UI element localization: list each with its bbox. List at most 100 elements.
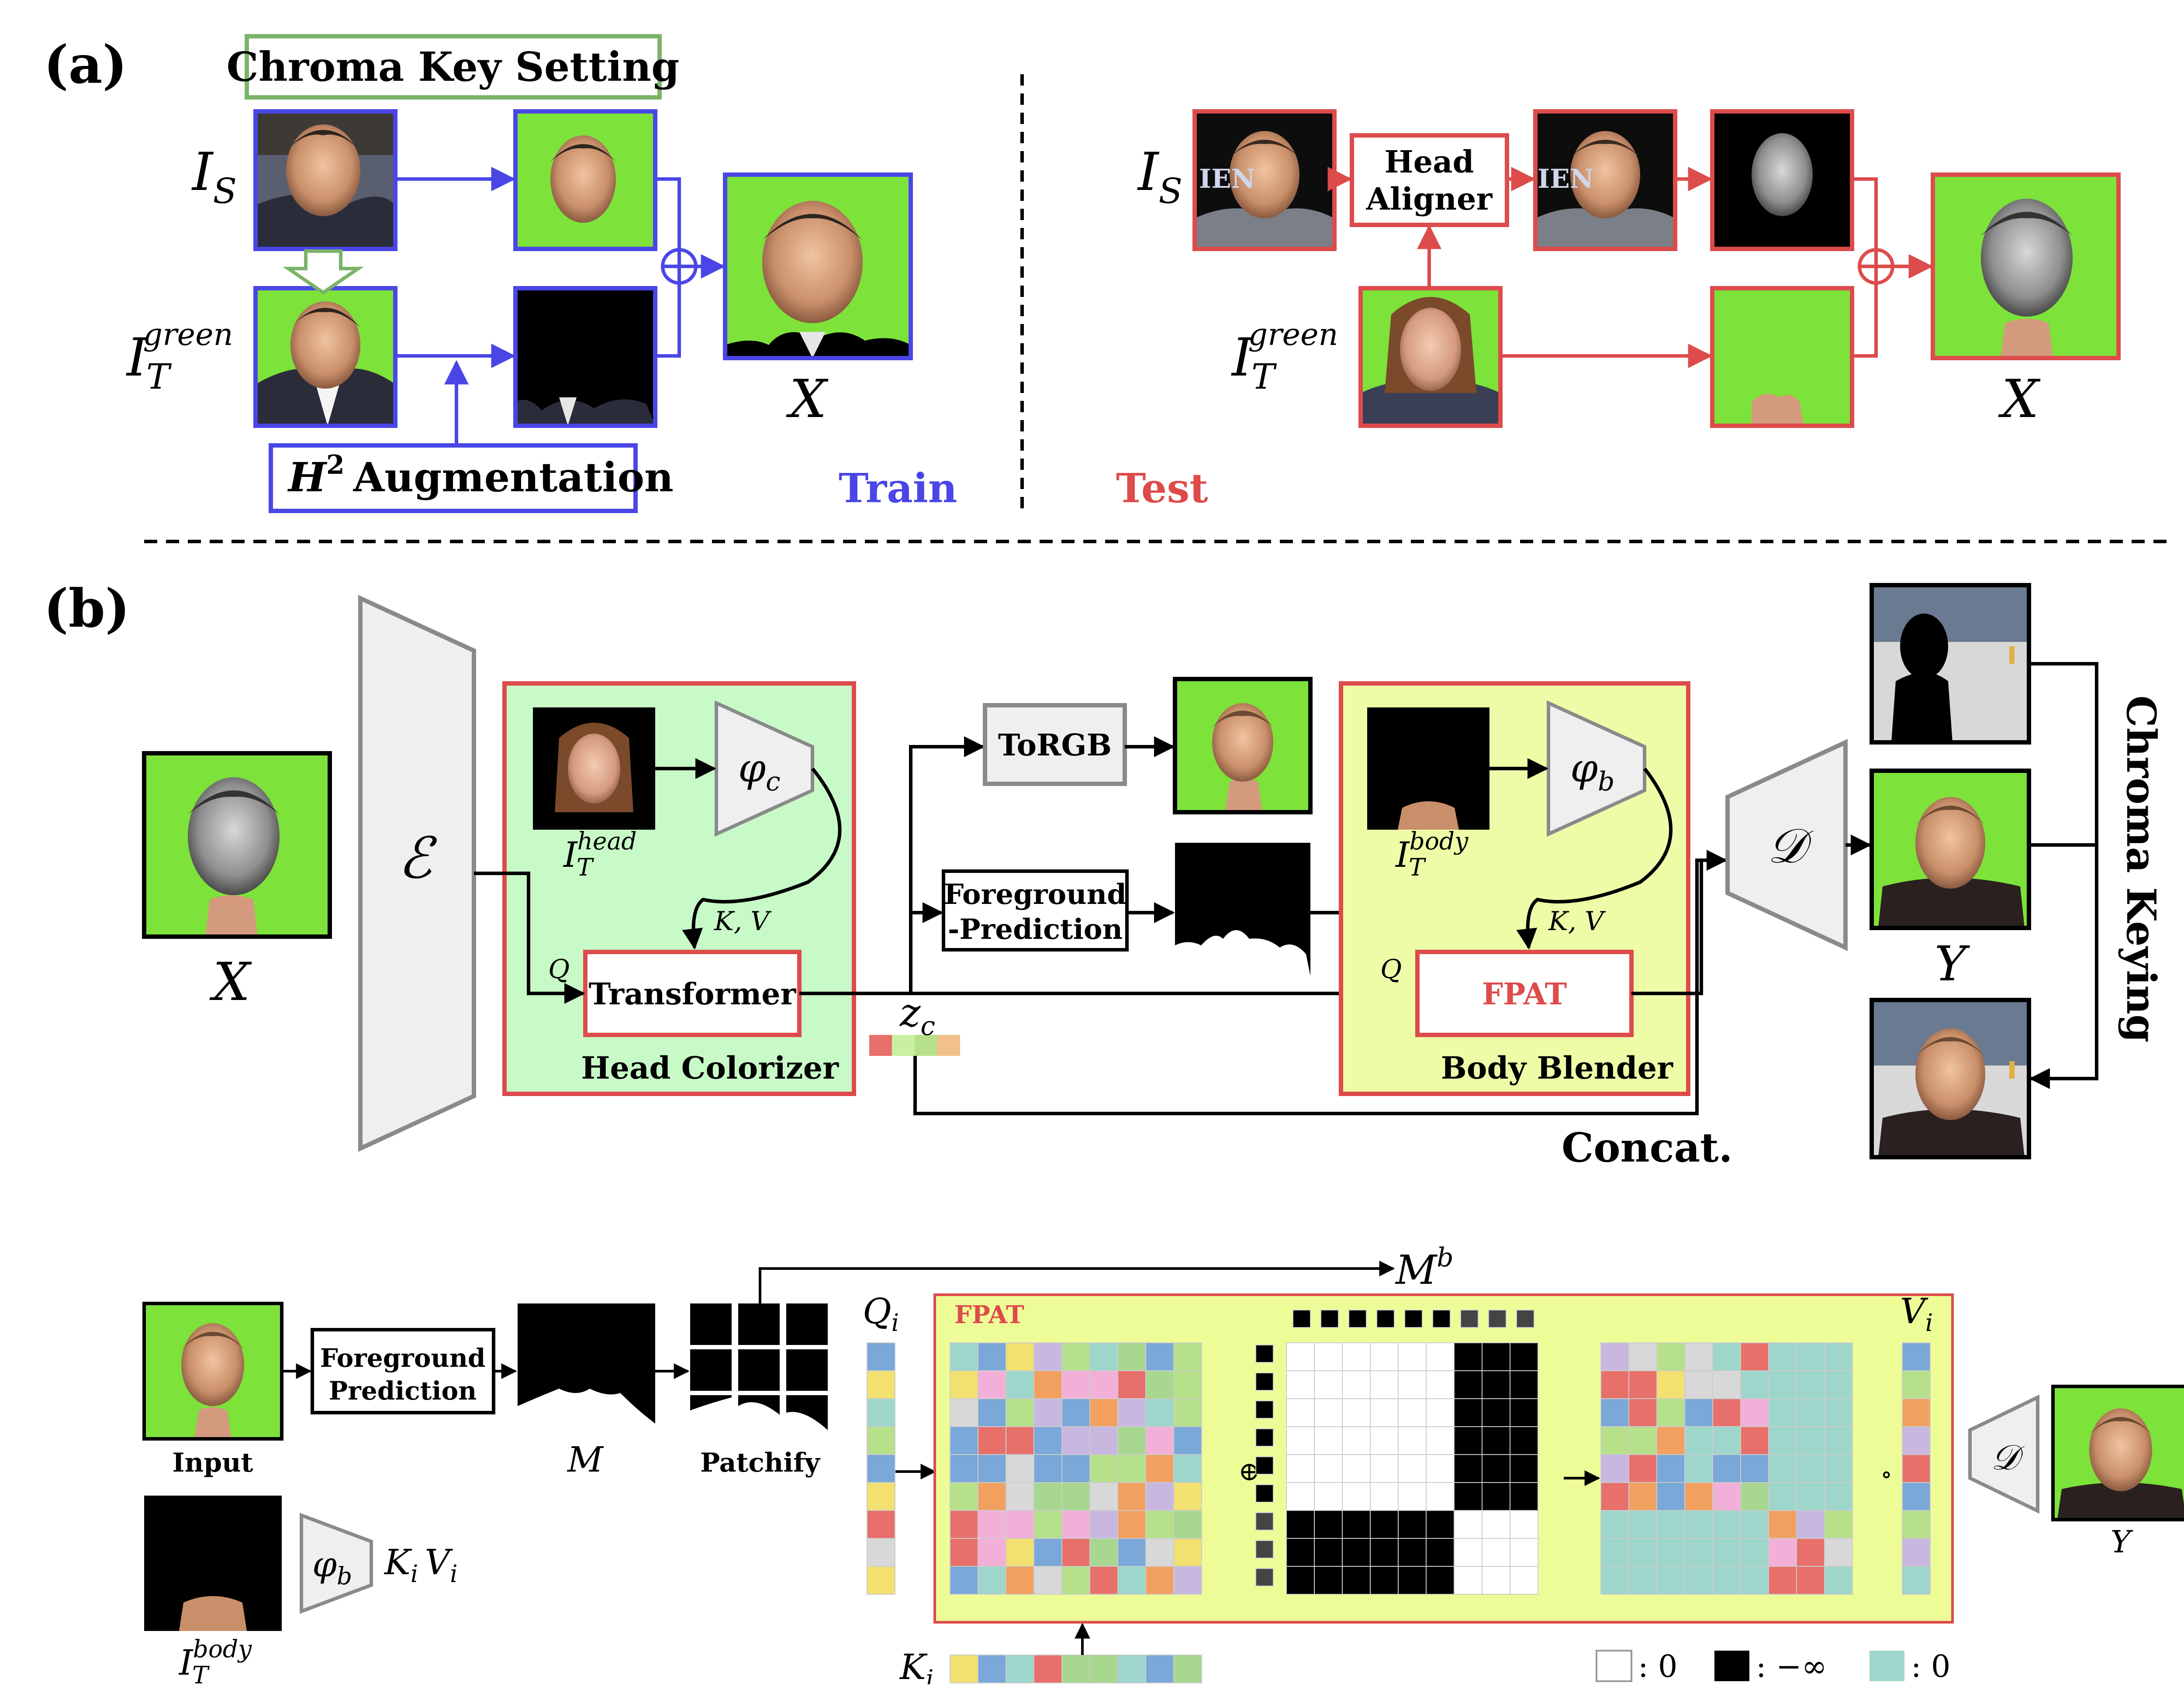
mask-cell — [1314, 1566, 1343, 1595]
ki-token — [1145, 1655, 1174, 1683]
test-is-label: IS — [1137, 142, 1182, 211]
attn-cell — [1089, 1482, 1118, 1511]
legend-zero2-swatch — [1870, 1651, 1904, 1681]
mask-cell — [1314, 1398, 1343, 1427]
mask-row-token — [1432, 1310, 1451, 1328]
out-cell — [1768, 1566, 1797, 1595]
mask-cell — [1454, 1510, 1482, 1539]
mask-cell — [1482, 1342, 1510, 1371]
attn-cell — [1006, 1482, 1034, 1511]
mask-cell — [1398, 1370, 1427, 1399]
vi-token — [1902, 1482, 1931, 1511]
attn-cell — [1117, 1342, 1146, 1371]
out-cell — [1712, 1398, 1741, 1427]
mask-cell — [1426, 1454, 1455, 1483]
out-cell — [1740, 1566, 1769, 1595]
mask-col-token — [1255, 1540, 1274, 1558]
out-cell — [1684, 1342, 1713, 1371]
c-patchify-grid — [690, 1303, 828, 1437]
out-cell — [1628, 1454, 1657, 1483]
ki-token — [1033, 1655, 1062, 1683]
attn-cell — [1033, 1342, 1062, 1371]
out-cell — [1740, 1454, 1769, 1483]
attn-cell — [1173, 1510, 1202, 1539]
mask-row-token — [1320, 1310, 1339, 1328]
attn-cell — [1006, 1566, 1034, 1595]
mask-row-token — [1404, 1310, 1423, 1328]
out-cell — [1712, 1454, 1741, 1483]
mask-cell — [1314, 1342, 1343, 1371]
phi-b-label: φb — [1570, 745, 1614, 797]
out-cell — [1796, 1538, 1825, 1567]
attn-cell — [1061, 1370, 1090, 1399]
test-join-bottom — [1852, 284, 1878, 358]
attn-cell — [1006, 1426, 1034, 1455]
ki-token — [1061, 1655, 1090, 1683]
attn-cell — [1117, 1510, 1146, 1539]
c-mb-arrow — [759, 1261, 1395, 1303]
b-y-label: Y — [1935, 936, 1970, 992]
test-body-green — [1710, 286, 1854, 428]
head-colorizer-label: Head Colorizer — [581, 1050, 839, 1086]
out-cell — [1796, 1482, 1825, 1511]
attn-cell — [1145, 1398, 1174, 1427]
test-aligned-image: IEN — [1533, 109, 1677, 251]
qi-token — [867, 1566, 895, 1595]
out-cell — [1824, 1482, 1853, 1511]
attn-cell — [1117, 1454, 1146, 1483]
attn-cell — [1033, 1538, 1062, 1567]
attn-cell — [1117, 1370, 1146, 1399]
attn-cell — [1061, 1398, 1090, 1427]
out-cell — [1796, 1454, 1825, 1483]
out-cell — [1600, 1538, 1629, 1567]
attn-cell — [1006, 1510, 1034, 1539]
phi-b-shape — [1547, 700, 1646, 837]
mask-row-token — [1516, 1310, 1534, 1328]
mask-cell — [1454, 1370, 1482, 1399]
mask-cell — [1482, 1370, 1510, 1399]
mask-cell — [1342, 1510, 1371, 1539]
train-output-x — [723, 172, 913, 360]
c-y-label: Y — [2111, 1524, 2133, 1560]
out-cell — [1796, 1510, 1825, 1539]
attn-cell — [1089, 1398, 1118, 1427]
mask-cell — [1398, 1342, 1427, 1371]
vi-token — [1902, 1510, 1931, 1539]
panel-b-label: (b) — [44, 578, 130, 639]
mask-row-token — [1348, 1310, 1367, 1328]
mask-cell — [1426, 1370, 1455, 1399]
body-blender-label: Body Blender — [1441, 1050, 1674, 1086]
hc-q-label: Q — [548, 954, 570, 985]
mask-cell — [1482, 1398, 1510, 1427]
mask-cell — [1426, 1566, 1455, 1595]
mask-cell — [1342, 1426, 1371, 1455]
attn-cell — [1006, 1538, 1034, 1567]
train-cropped-head — [513, 109, 657, 251]
c-m-label: M — [567, 1439, 604, 1480]
attn-cell — [1033, 1426, 1062, 1455]
test-source-bgtext: IEN — [1199, 164, 1255, 194]
out-cell — [1656, 1426, 1685, 1455]
attn-cell — [978, 1342, 1006, 1371]
b-background-image — [1870, 583, 2031, 745]
out-cell — [1824, 1370, 1853, 1399]
out-cell — [1824, 1342, 1853, 1371]
head-aligner-line1: Head — [1385, 144, 1474, 180]
attn-cell — [1173, 1426, 1202, 1455]
mask-cell — [1286, 1566, 1315, 1595]
c-mb-label: Mb — [1395, 1242, 1454, 1293]
down-hollow-arrow — [283, 249, 364, 295]
attn-cell — [1145, 1454, 1174, 1483]
mask-cell — [1454, 1482, 1482, 1511]
mask-cell — [1370, 1510, 1399, 1539]
train-join-bottom — [655, 284, 681, 358]
c-mask-row — [1292, 1310, 1534, 1328]
attn-cell — [1061, 1482, 1090, 1511]
c-mask-matrix — [1286, 1342, 1538, 1595]
c-mask-m — [518, 1303, 655, 1439]
attn-cell — [1117, 1398, 1146, 1427]
out-cell — [1656, 1566, 1685, 1595]
mask-cell — [1370, 1370, 1399, 1399]
b-y-image — [1870, 769, 2031, 930]
attn-cell — [950, 1398, 978, 1427]
